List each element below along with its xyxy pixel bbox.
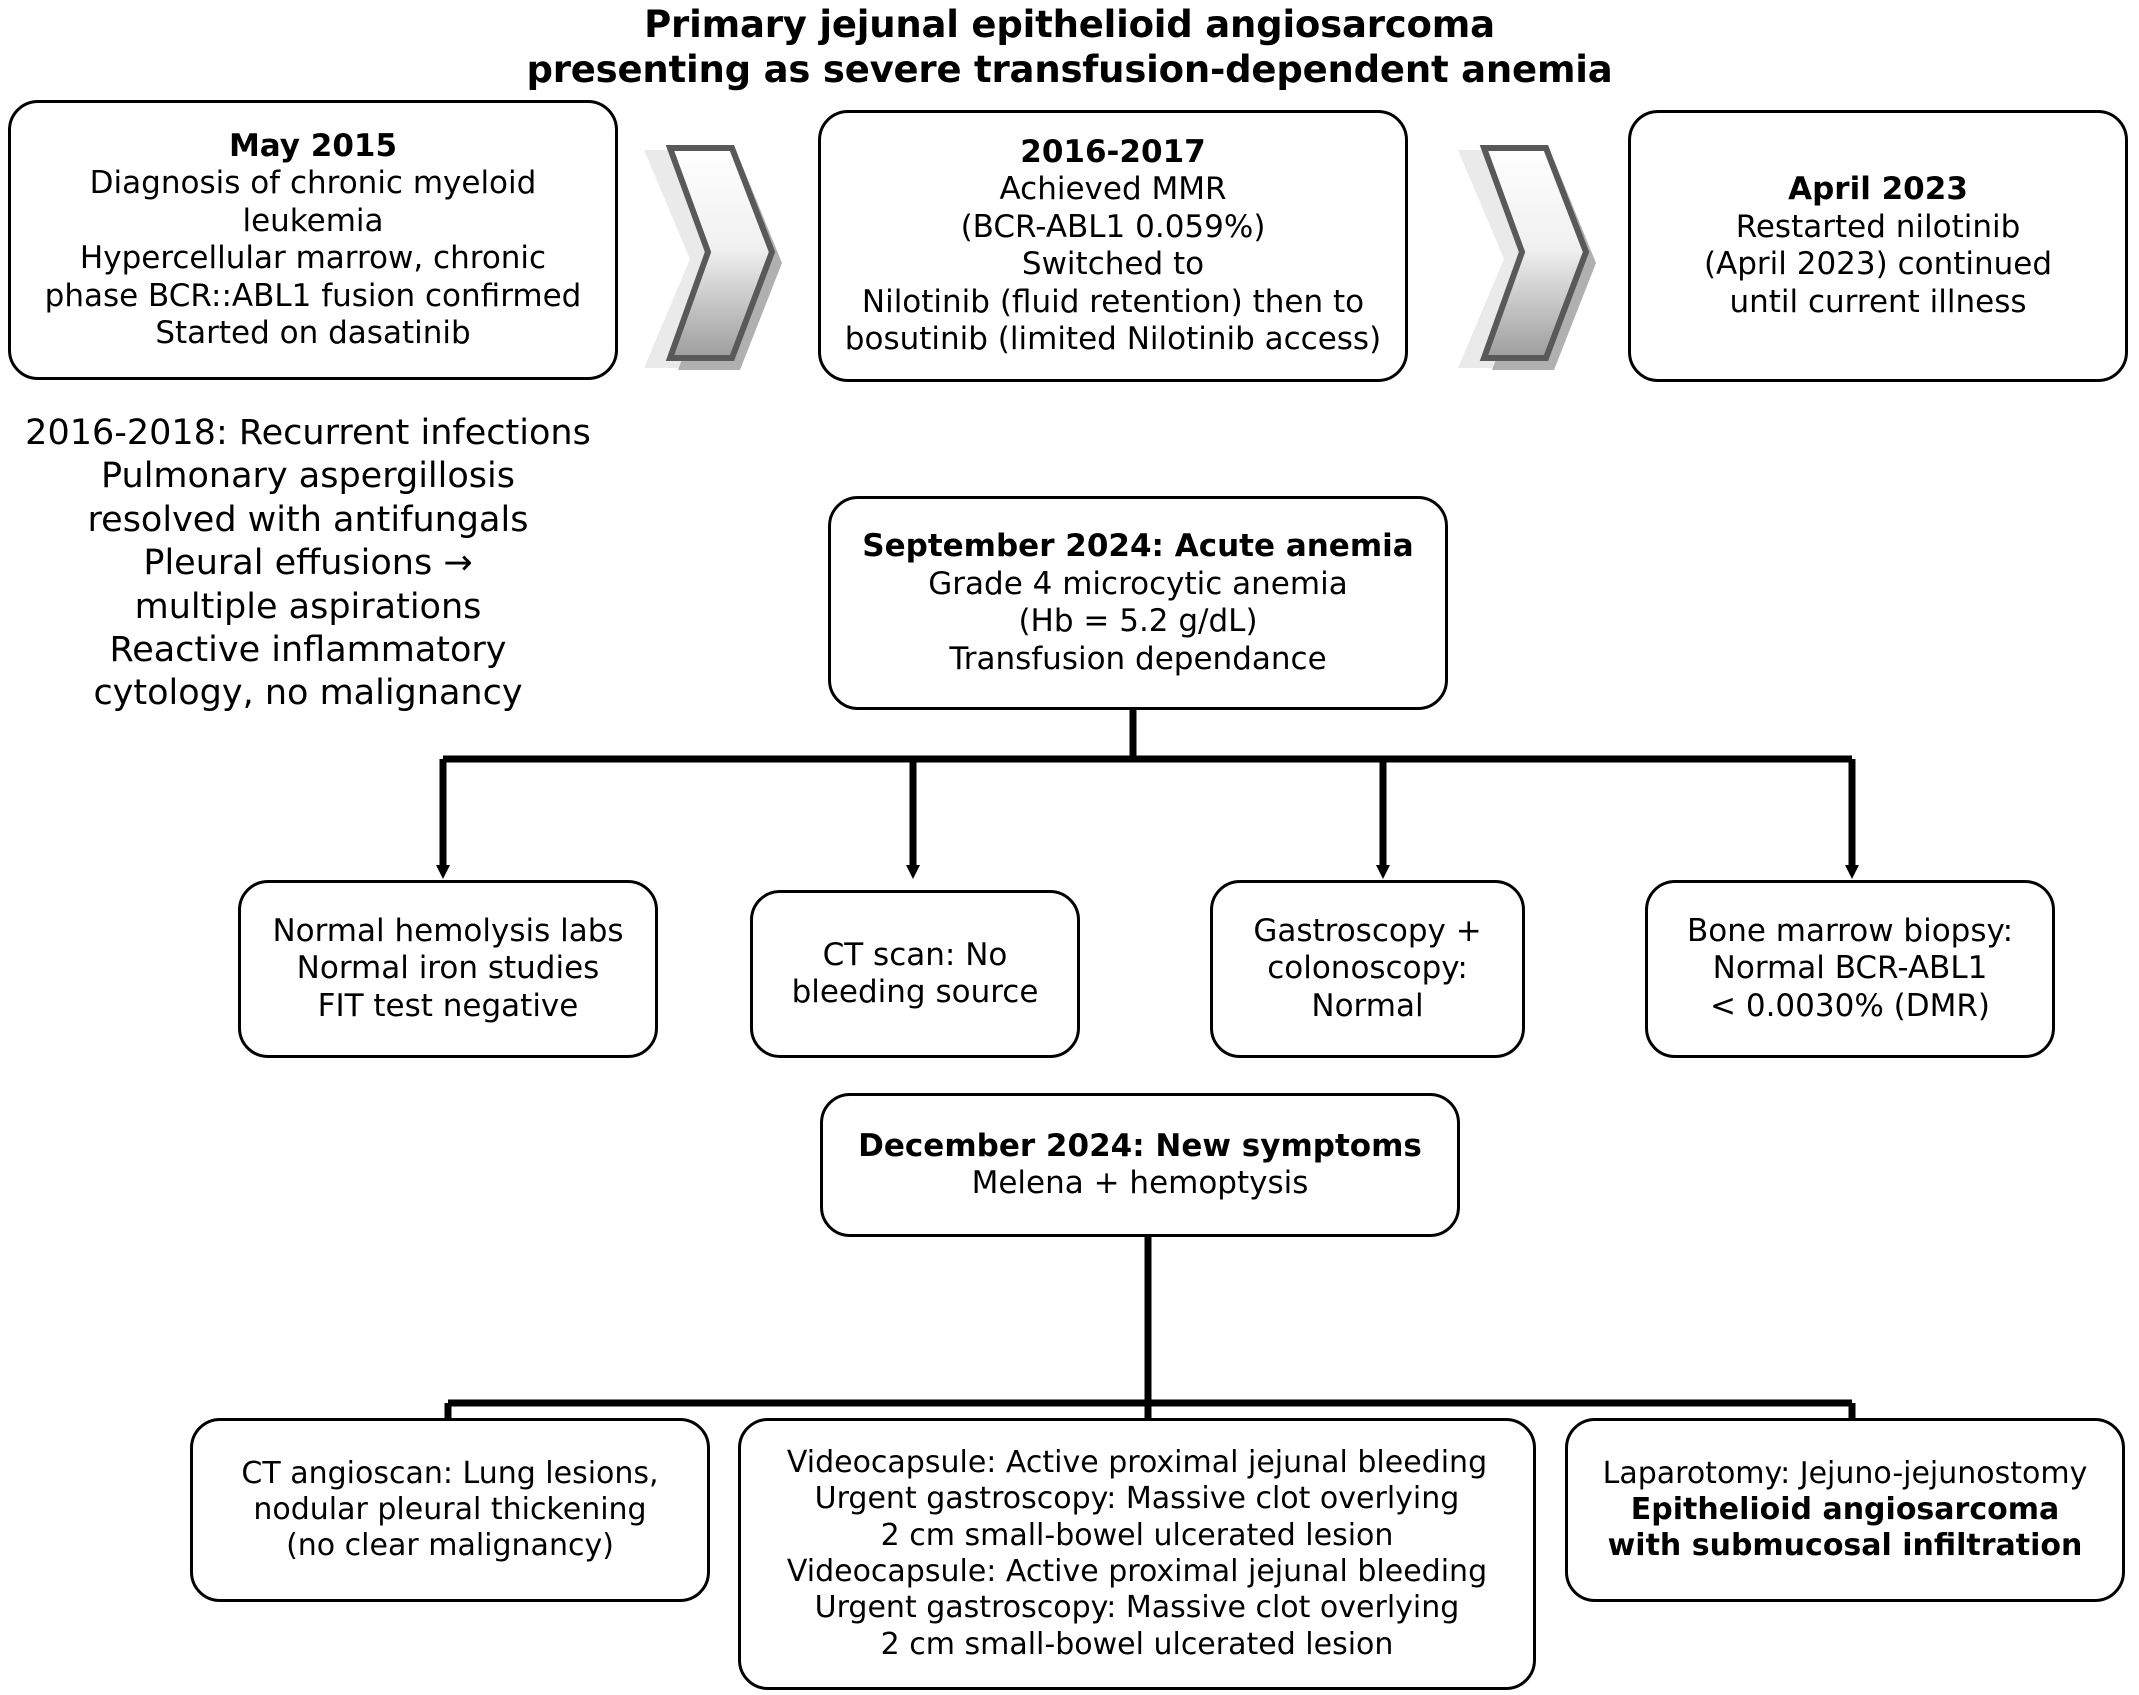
box-laparotomy-line-0: Laparotomy: Jejuno-jejunostomy — [1602, 1455, 2088, 1491]
box-new-symptoms-heading: December 2024: New symptoms — [858, 1127, 1422, 1164]
box-bone-marrow-biopsy: Bone marrow biopsy: Normal BCR-ABL1 < 0.… — [1645, 880, 2055, 1058]
box-ct-angioscan-line-1: nodular pleural thickening — [253, 1491, 647, 1527]
box-may-2015: May 2015 Diagnosis of chronic myeloid le… — [8, 100, 618, 380]
box-bone-marrow-biopsy-line-1: Normal BCR-ABL1 — [1712, 950, 1988, 987]
box-may-2015-line-2: Hypercellular marrow, chronic — [79, 240, 547, 276]
box-acute-anemia-line-2: Transfusion dependance — [949, 640, 1327, 677]
box-ct-angioscan-line-0: CT angioscan: Lung lesions, — [241, 1455, 659, 1491]
title-line-1: Primary jejunal epithelioid angiosarcoma — [644, 3, 1495, 46]
box-may-2015-line-3: phase BCR::ABL1 fusion confirmed — [44, 277, 582, 314]
chevron-arrow-icon-1 — [644, 140, 788, 370]
box-hemolysis-labs-line-0: Normal hemolysis labs — [272, 912, 624, 949]
box-bone-marrow-biopsy-line-2: < 0.0030% (DMR) — [1710, 987, 1990, 1024]
box-acute-anemia-heading: September 2024: Acute anemia — [862, 528, 1414, 564]
box-2016-2017-line-2: Switched to — [1021, 246, 1205, 282]
box-acute-anemia: September 2024: Acute anemia Grade 4 mic… — [828, 496, 1448, 710]
box-acute-anemia-line-1: (Hb = 5.2 g/dL) — [1018, 603, 1258, 639]
history-note-line-2: resolved with antifungals — [87, 499, 529, 540]
box-new-symptoms: December 2024: New symptoms Melena + hem… — [820, 1093, 1460, 1237]
page-title: Primary jejunal epithelioid angiosarcoma… — [0, 2, 2139, 92]
box-acute-anemia-line-0: Grade 4 microcytic anemia — [928, 565, 1348, 602]
box-endoscopy-line-0: Gastroscopy + — [1253, 912, 1482, 949]
box-videocapsule-line-2: 2 cm small-bowel ulcerated lesion — [880, 1517, 1394, 1553]
box-videocapsule-line-0: Videocapsule: Active proximal jejunal bl… — [786, 1445, 1488, 1481]
box-hemolysis-labs: Normal hemolysis labs Normal iron studie… — [238, 880, 658, 1058]
box-videocapsule-line-1: Urgent gastroscopy: Massive clot overlyi… — [814, 1481, 1460, 1517]
box-ct-scan-line-0: CT scan: No — [822, 936, 1008, 973]
history-note-line-6: cytology, no malignancy — [93, 673, 523, 714]
box-endoscopy-line-2: Normal — [1311, 987, 1424, 1024]
title-line-2: presenting as severe transfusion-depende… — [526, 48, 1613, 92]
box-laparotomy: Laparotomy: Jejuno-jejunostomy Epithelio… — [1565, 1418, 2125, 1602]
box-2016-2017-line-1: (BCR-ABL1 0.059%) — [960, 208, 1266, 245]
box-hemolysis-labs-line-2: FIT test negative — [317, 987, 579, 1024]
box-may-2015-heading: May 2015 — [228, 127, 398, 164]
box-ct-scan: CT scan: No bleeding source — [750, 890, 1080, 1058]
box-videocapsule-line-3: Videocapsule: Active proximal jejunal bl… — [786, 1554, 1488, 1589]
box-2016-2017: 2016-2017 Achieved MMR (BCR-ABL1 0.059%)… — [818, 110, 1408, 382]
box-april-2023-line-0: Restarted nilotinib — [1735, 208, 2021, 245]
box-2016-2017-line-4: bosutinib (limited Nilotinib access) — [844, 321, 1382, 357]
history-note-line-1: Pulmonary aspergillosis — [101, 456, 515, 497]
box-2016-2017-line-3: Nilotinib (fluid retention) then to — [861, 283, 1365, 320]
box-bone-marrow-biopsy-line-0: Bone marrow biopsy: — [1686, 912, 2014, 949]
box-endoscopy-line-1: colonoscopy: — [1267, 950, 1468, 987]
box-may-2015-line-4: Started on dasatinib — [155, 315, 471, 351]
box-laparotomy-bold-line-1: with submucosal infiltration — [1607, 1528, 2083, 1564]
history-note-line-3: Pleural effusions → — [143, 543, 473, 584]
box-april-2023-line-2: until current illness — [1729, 283, 2027, 320]
history-note-line-4: multiple aspirations — [134, 586, 482, 627]
box-hemolysis-labs-line-1: Normal iron studies — [296, 950, 600, 987]
box-new-symptoms-line-0: Melena + hemoptysis — [971, 1165, 1309, 1201]
history-note-line-5: Reactive inflammatory — [109, 629, 507, 670]
box-may-2015-line-1: leukemia — [242, 202, 384, 239]
box-april-2023: April 2023 Restarted nilotinib (April 20… — [1628, 110, 2128, 382]
box-2016-2017-line-0: Achieved MMR — [999, 171, 1227, 207]
box-videocapsule-gastroscopy: Videocapsule: Active proximal jejunal bl… — [738, 1418, 1536, 1690]
box-videocapsule-line-4: Urgent gastroscopy: Massive clot overlyi… — [814, 1590, 1460, 1626]
box-april-2023-heading: April 2023 — [1788, 171, 1968, 207]
box-endoscopy: Gastroscopy + colonoscopy: Normal — [1210, 880, 1525, 1058]
history-note: 2016-2018: Recurrent infections Pulmonar… — [8, 412, 608, 716]
box-ct-scan-line-1: bleeding source — [791, 974, 1039, 1010]
box-ct-angioscan-line-2: (no clear malignancy) — [286, 1528, 614, 1564]
chevron-arrow-icon-2 — [1458, 140, 1602, 370]
box-april-2023-line-1: (April 2023) continued — [1703, 246, 2053, 282]
box-laparotomy-bold-line-0: Epithelioid angiosarcoma — [1630, 1491, 2060, 1527]
history-note-line-0: 2016-2018: Recurrent infections — [25, 413, 591, 453]
box-2016-2017-heading: 2016-2017 — [1020, 133, 1206, 170]
box-videocapsule-line-5: 2 cm small-bowel ulcerated lesion — [880, 1626, 1394, 1662]
box-may-2015-line-0: Diagnosis of chronic myeloid — [89, 165, 537, 201]
box-ct-angioscan: CT angioscan: Lung lesions, nodular pleu… — [190, 1418, 710, 1602]
